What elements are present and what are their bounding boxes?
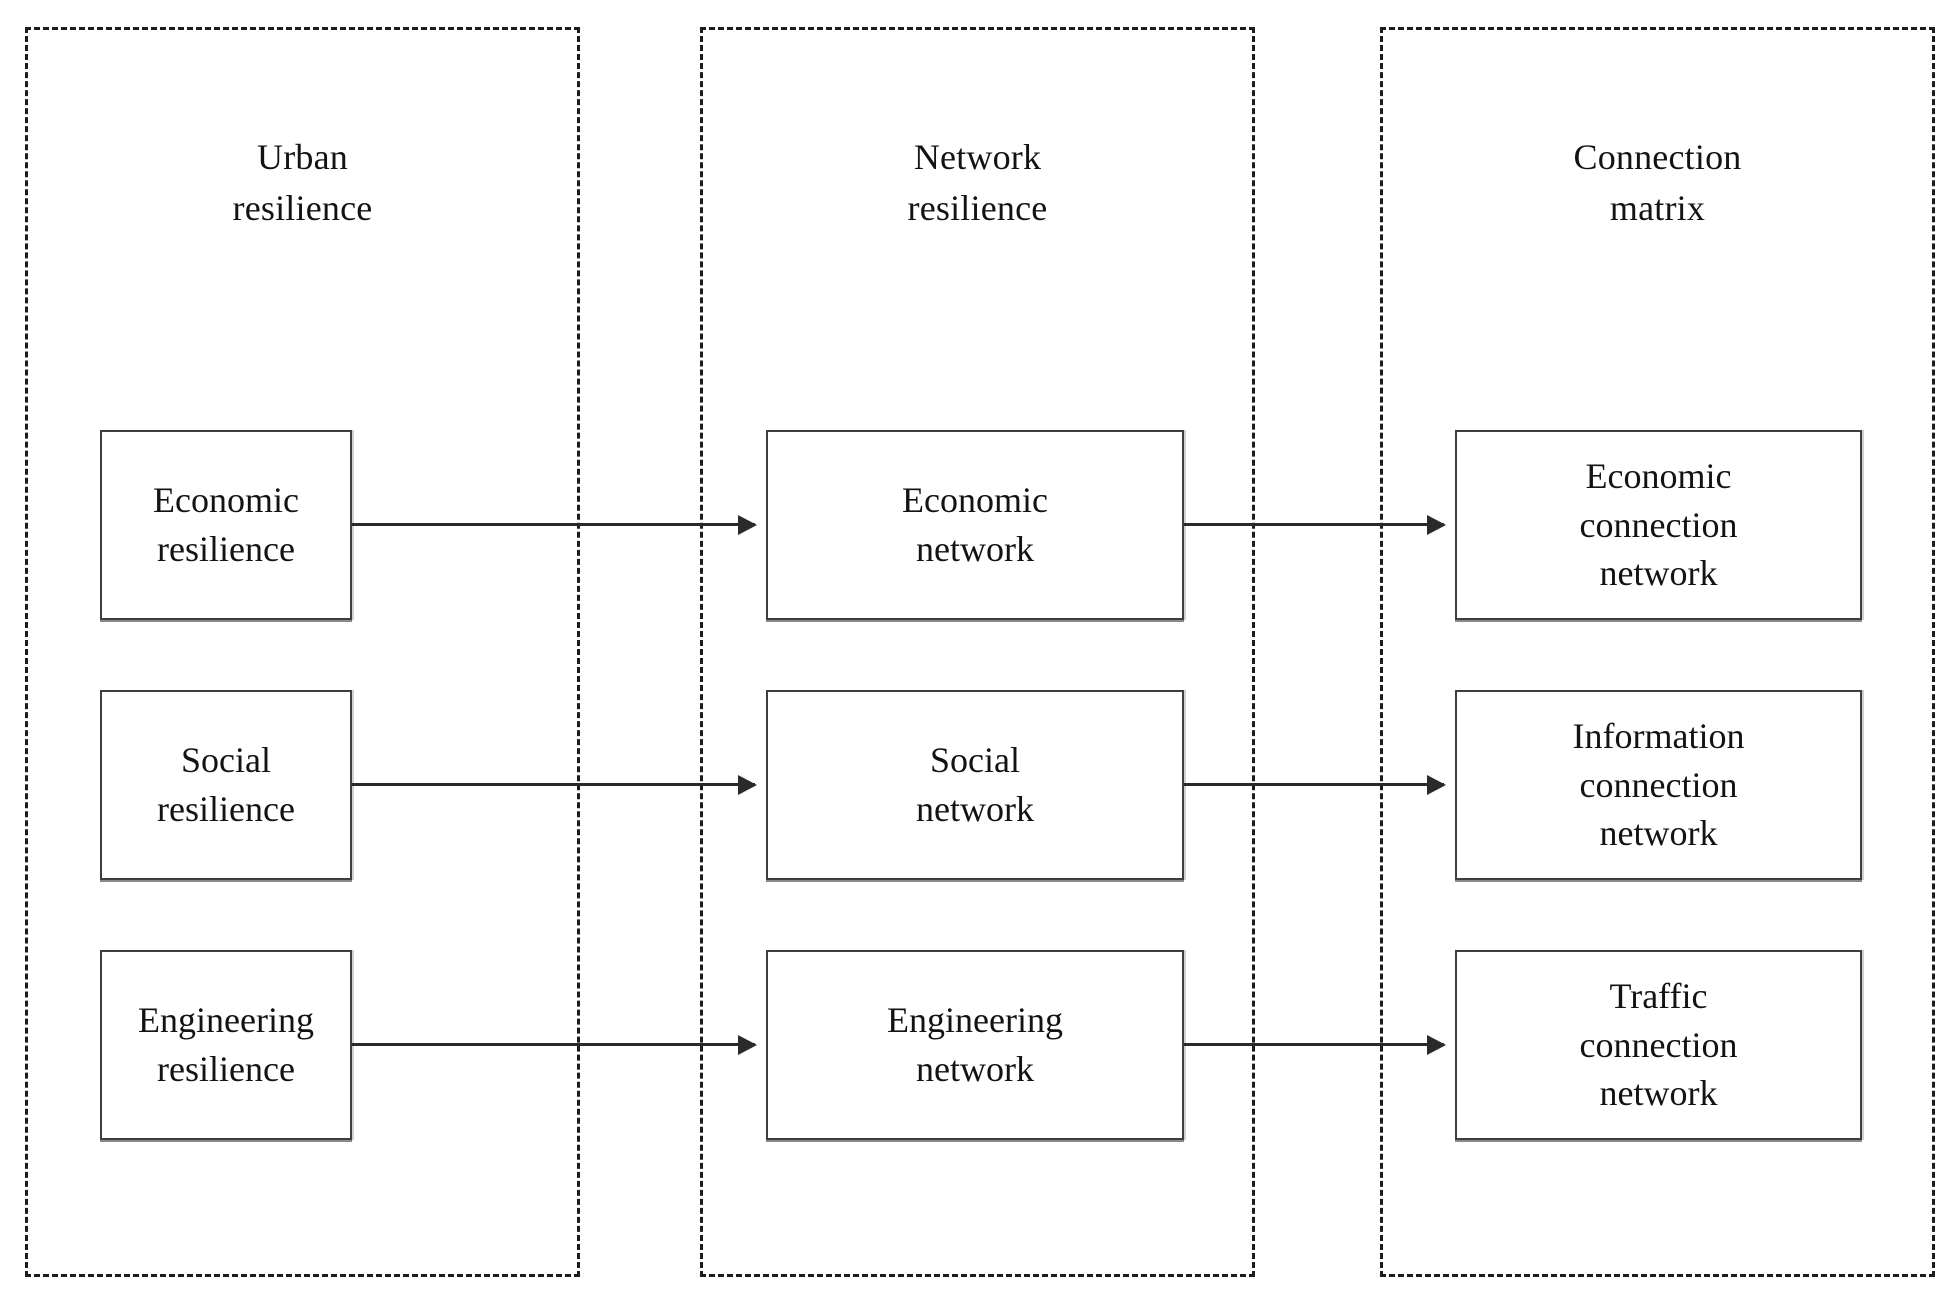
node-social-network: Social network: [766, 690, 1184, 880]
arrow-social-resilience-to-social-network: [352, 783, 755, 786]
panel-connection-matrix: [1380, 27, 1935, 1277]
arrow-economic-network-to-economic-connection-network: [1184, 523, 1444, 526]
node-engineering-network: Engineering network: [766, 950, 1184, 1140]
panel-title-connection-matrix: Connection matrix: [1573, 137, 1742, 229]
panel-title-urban-resilience: Urban resilience: [232, 137, 373, 229]
arrow-engineering-resilience-to-engineering-network: [352, 1043, 755, 1046]
node-information-connection-network: Information connection network: [1455, 690, 1862, 880]
arrow-engineering-network-to-traffic-connection-network: [1184, 1043, 1444, 1046]
node-traffic-connection-network: Traffic connection network: [1455, 950, 1862, 1140]
arrow-social-network-to-information-connection-network: [1184, 783, 1444, 786]
node-social-resilience: Social resilience: [100, 690, 352, 880]
panel-title-network-resilience: Network resilience: [907, 137, 1048, 229]
node-economic-connection-network: Economic connection network: [1455, 430, 1862, 620]
panel-urban-resilience: [25, 27, 580, 1277]
arrow-economic-resilience-to-economic-network: [352, 523, 755, 526]
node-economic-network: Economic network: [766, 430, 1184, 620]
panel-network-resilience: [700, 27, 1255, 1277]
node-engineering-resilience: Engineering resilience: [100, 950, 352, 1140]
node-economic-resilience: Economic resilience: [100, 430, 352, 620]
